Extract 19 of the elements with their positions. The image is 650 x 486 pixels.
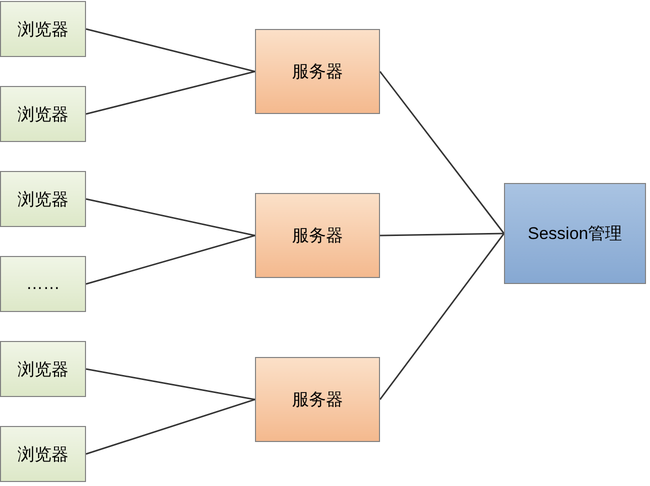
server-box: 服务器 (255, 357, 380, 442)
connector-line (86, 368, 256, 400)
connector-line (86, 398, 256, 455)
browser-box: 浏览器 (0, 341, 86, 397)
server-box: 服务器 (255, 193, 380, 278)
connector-line (86, 70, 256, 115)
session-box: Session管理 (504, 183, 646, 284)
browser-box: 浏览器 (0, 86, 86, 142)
browser-box: 浏览器 (0, 426, 86, 482)
connector-line (86, 198, 256, 236)
connector-line (86, 234, 256, 285)
connector-line (86, 28, 256, 72)
connector-line (380, 232, 504, 236)
browser-box: 浏览器 (0, 1, 86, 57)
browser-box: …… (0, 256, 86, 312)
connector-line (379, 233, 505, 400)
server-box: 服务器 (255, 29, 380, 114)
browser-box: 浏览器 (0, 171, 86, 227)
connector-line (379, 71, 505, 234)
